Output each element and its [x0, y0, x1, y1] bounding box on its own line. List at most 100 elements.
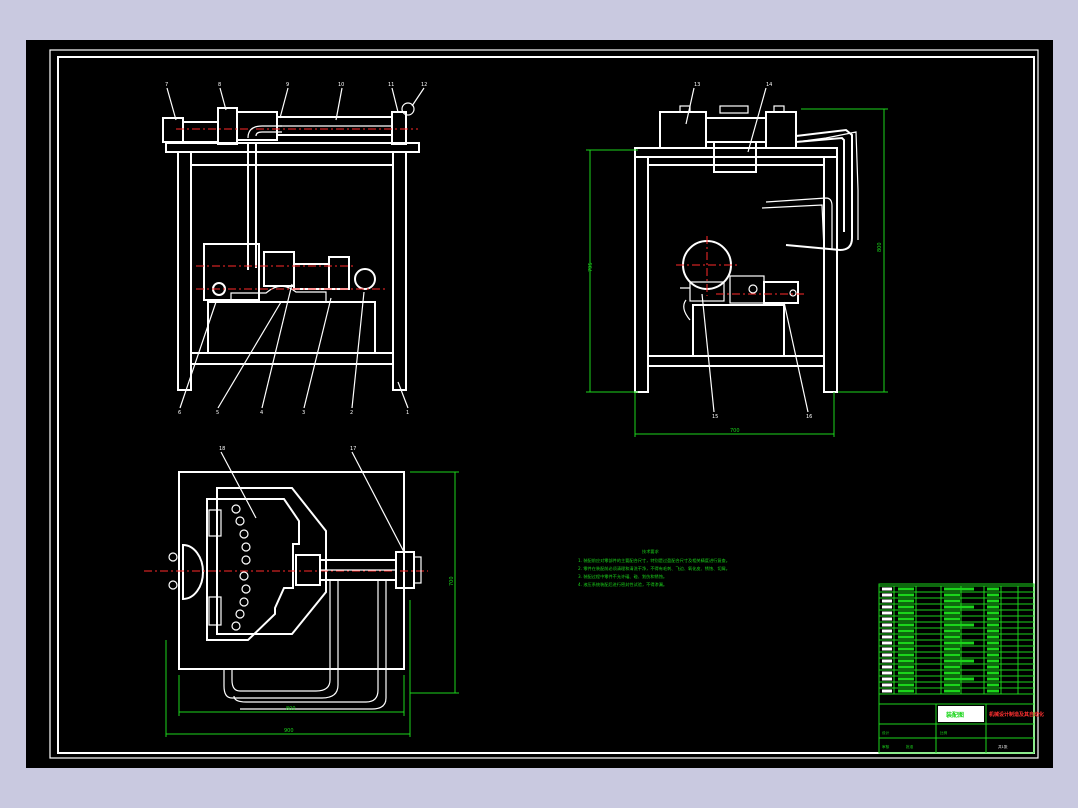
dimension-text: 795 [588, 262, 594, 272]
parts-list-cell [898, 641, 914, 645]
parts-list-cell [944, 683, 960, 687]
parts-list-cell [987, 593, 999, 597]
front-view-part-labels-bottom: 6 5 4 3 2 1 [178, 410, 409, 416]
parts-list [879, 585, 1034, 695]
front-view-part-labels-top: 7 8 9 10 11 12 [165, 82, 427, 88]
part-label: 18 [219, 446, 225, 452]
front-view[interactable]: 7 8 9 10 11 12 6 5 4 3 2 1 [162, 82, 427, 416]
parts-list-cell [898, 593, 914, 597]
designer-label: 设计 [882, 730, 890, 735]
parts-list-cell [944, 635, 960, 639]
dimension-text: 800 [877, 242, 883, 252]
side-view-part-labels: 13 14 15 16 [694, 82, 812, 420]
part-label: 11 [388, 82, 394, 88]
parts-list-cell [898, 677, 914, 681]
parts-list-cell [882, 689, 892, 693]
parts-list-cell [987, 659, 999, 663]
parts-list-cell [882, 593, 892, 597]
parts-list-cell [987, 641, 999, 645]
technical-notes: 技术要求 1. 装配前应对零部件的主要配合尺寸，特别是过盈配合尺寸及相关精度进行… [578, 548, 730, 588]
plan-view[interactable]: 18 17 700 800 900 [144, 446, 459, 737]
cad-drawing-viewport[interactable]: 7 8 9 10 11 12 6 5 4 3 2 1 [26, 40, 1053, 768]
parts-list-cell [898, 647, 914, 651]
side-view[interactable]: 13 14 15 16 795 800 700 [586, 82, 888, 437]
school-name: 机械设计制造及其自动化 [988, 711, 1044, 718]
title-block[interactable]: 装配图 机械设计制造及其自动化 设计 审核 批准 比例 共1张 [878, 583, 1044, 754]
parts-list-cell [882, 623, 892, 627]
parts-list-cell [898, 611, 914, 615]
technical-note-line: 2. 零件在装配前必须清理和清洗干净，不得有毛刺、飞边、氧化皮、锈蚀、切屑。 [578, 565, 730, 572]
parts-list-cell [987, 605, 999, 609]
parts-list-cell [882, 611, 892, 615]
parts-list-cell [882, 659, 892, 663]
parts-list-cell [944, 665, 960, 669]
technical-notes-heading: 技术要求 [642, 548, 660, 555]
part-label: 4 [260, 410, 263, 416]
parts-list-cell [987, 653, 999, 657]
parts-list-cell [987, 623, 999, 627]
parts-list-cell [944, 611, 960, 615]
side-view-dimensions: 795 800 700 [586, 108, 888, 437]
parts-list-cell [944, 647, 960, 651]
plan-view-dimensions: 700 800 900 [165, 471, 459, 737]
parts-list-cell [987, 611, 999, 615]
parts-list-cell [944, 617, 960, 621]
parts-list-cell [987, 617, 999, 621]
parts-list-cell [898, 665, 914, 669]
part-label: 14 [766, 82, 772, 88]
parts-list-cell [944, 605, 974, 609]
scale-label: 比例 [940, 730, 948, 735]
parts-list-cell [898, 599, 914, 603]
drawing-title: 装配图 [945, 711, 964, 719]
parts-list-cell [898, 689, 914, 693]
parts-list-cell [882, 599, 892, 603]
parts-list-cell [882, 683, 892, 687]
part-label: 6 [178, 410, 181, 416]
parts-list-cell [882, 665, 892, 669]
parts-list-cell [898, 629, 914, 633]
parts-list-cell [898, 683, 914, 687]
parts-list-cell [944, 641, 974, 645]
part-label: 15 [712, 414, 718, 420]
parts-list-cell [882, 671, 892, 675]
cad-drawing-canvas[interactable]: 7 8 9 10 11 12 6 5 4 3 2 1 [26, 40, 1053, 768]
parts-list-cell [944, 671, 960, 675]
part-label: 1 [406, 410, 409, 416]
sheet-inner-border [57, 56, 1035, 754]
parts-list-cell [882, 617, 892, 621]
parts-list-cell [898, 671, 914, 675]
parts-list-cell [987, 599, 999, 603]
parts-list-cell [882, 605, 892, 609]
parts-list-cell [882, 647, 892, 651]
part-label: 8 [218, 82, 221, 88]
approver-label: 批准 [906, 744, 914, 749]
parts-list-cell [987, 629, 999, 633]
technical-note-line: 4. 液压系统装配后进行密封性试验，不得渗漏。 [578, 581, 667, 588]
parts-list-cell [944, 623, 974, 627]
plan-view-part-labels: 18 17 [219, 446, 356, 452]
parts-list-cell [987, 671, 999, 675]
parts-list-cell [898, 623, 914, 627]
dimension-text: 900 [284, 728, 294, 734]
parts-list-cell [944, 629, 960, 633]
parts-list-cell [987, 683, 999, 687]
part-label: 16 [806, 414, 812, 420]
parts-list-cell [944, 593, 960, 597]
part-label: 10 [338, 82, 344, 88]
parts-list-cell [882, 653, 892, 657]
part-label: 5 [216, 410, 219, 416]
parts-list-cell [944, 587, 974, 591]
dimension-text: 700 [730, 428, 740, 434]
parts-list-cell [987, 647, 999, 651]
technical-note-line: 1. 装配前应对零部件的主要配合尺寸，特别是过盈配合尺寸及相关精度进行复查。 [578, 557, 730, 564]
dimension-text: 700 [449, 576, 455, 586]
parts-list-cell [898, 653, 914, 657]
parts-list-cell [898, 659, 914, 663]
part-label: 12 [421, 82, 427, 88]
parts-list-cell [898, 605, 914, 609]
checker-label: 审核 [882, 744, 890, 749]
parts-list-cell [987, 677, 999, 681]
parts-list-cell [898, 635, 914, 639]
sheet-label: 共1张 [998, 744, 1008, 749]
parts-list-cell [944, 659, 974, 663]
